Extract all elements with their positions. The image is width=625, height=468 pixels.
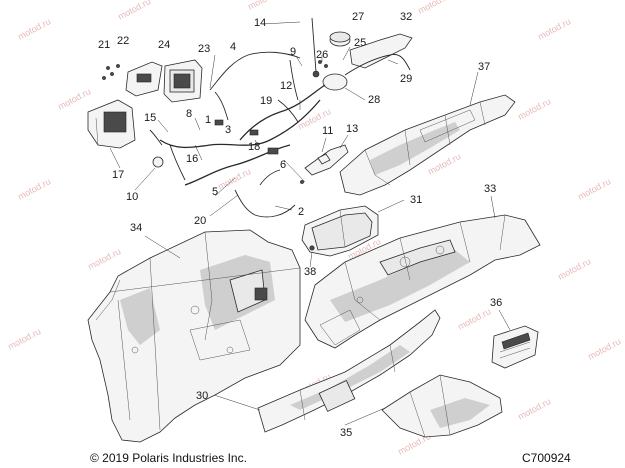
figure-code: C700924 [522,451,571,465]
watermark: motod.ru [216,166,252,192]
callout-4: 4 [230,41,236,53]
watermark: motod.ru [16,176,52,202]
part-17-gauge-housing [87,99,136,149]
wiring-harnesses [149,51,411,218]
part-36-vent-panel [491,325,539,369]
part-31-glove-box [301,205,379,257]
callout-38: 38 [304,266,316,278]
part-14-antenna [311,17,317,73]
callout-35: 35 [340,427,352,439]
callout-16: 16 [186,153,198,165]
callout-32: 32 [400,11,412,23]
watermark: motod.ru [456,306,492,332]
watermark: motod.ru [16,16,52,42]
part-37-dash-frame [339,94,516,196]
callout-21: 21 [98,39,110,51]
part-9-antenna-base [312,70,320,78]
watermark: motod.ru [246,0,282,12]
watermark: motod.ru [576,176,612,202]
callout-30: 30 [196,390,208,402]
callout-17: 17 [112,169,124,181]
part-30-lower-trim [257,309,441,433]
callout-20: 20 [194,215,206,227]
callout-11: 11 [322,125,333,137]
watermark: motod.ru [6,326,42,352]
callout-6: 6 [280,159,286,171]
part-35-floor-mat [381,374,503,438]
watermark: motod.ru [586,336,622,362]
part-34-left-panel [87,229,301,443]
leader-lines [109,21,511,426]
callout-14: 14 [254,17,266,29]
callout-26: 26 [316,49,328,61]
callout-27: 27 [352,11,364,23]
callout-36: 36 [490,297,502,309]
part-23-display [163,59,203,103]
callout-25: 25 [354,37,366,49]
watermark: motod.ru [416,0,452,16]
callout-10: 10 [126,191,138,203]
callout-19: 19 [260,95,272,107]
copyright-text: © 2019 Polaris Industries Inc. [90,451,247,465]
callout-13: 13 [346,123,358,135]
callout-23: 23 [198,43,210,55]
callout-3: 3 [225,124,231,136]
part-28-housing [322,73,348,91]
callout-31: 31 [410,194,422,206]
callout-1: 1 [205,114,211,126]
callout-37: 37 [478,61,490,73]
watermark: motod.ru [56,86,92,112]
watermark: motod.ru [116,0,152,22]
callout-34: 34 [130,222,142,234]
callout-33: 33 [484,183,496,195]
callout-24: 24 [158,39,170,51]
callout-8: 8 [186,108,192,120]
part-27-cap-top [329,31,351,43]
watermark: motod.ru [516,96,552,122]
callout-9: 9 [290,46,296,58]
part-24-bracket [125,61,163,97]
watermark: motod.ru [516,396,552,422]
callout-29: 29 [400,73,412,85]
callout-18: 18 [248,141,260,153]
callout-15: 15 [144,112,156,124]
part-33-center-console [304,214,541,349]
callout-12: 12 [280,80,292,92]
callout-2: 2 [298,206,304,218]
callout-28: 28 [368,94,380,106]
part-32-bracket [349,33,413,69]
callout-22: 22 [117,35,129,47]
small-hardware [102,60,331,251]
watermark: motod.ru [536,16,572,42]
callout-5: 5 [212,186,218,198]
watermark: motod.ru [86,246,122,272]
watermark: motod.ru [556,256,592,282]
